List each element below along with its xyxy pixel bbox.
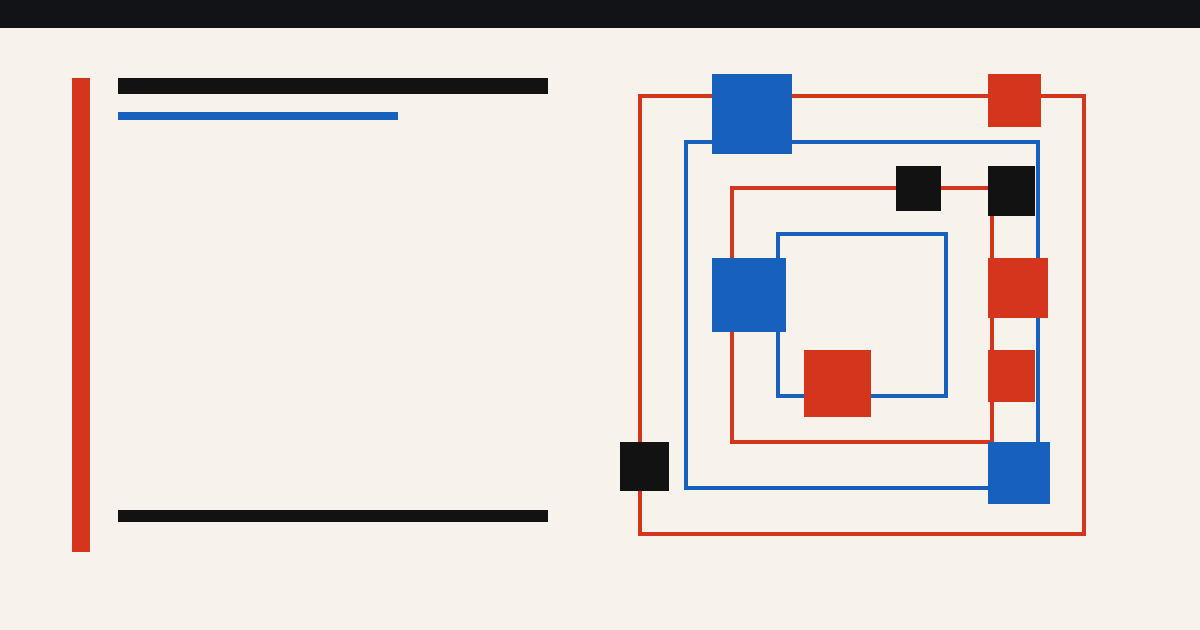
blue-square-middle-left [712, 258, 786, 332]
top-black-rule [118, 78, 548, 94]
red-square-center-bottom [804, 350, 871, 417]
black-square-small [896, 166, 941, 211]
black-square-bottom-left [620, 442, 669, 491]
blue-underline-rule [118, 112, 398, 120]
outer-red-frame [638, 94, 1086, 536]
black-square-right [988, 166, 1035, 216]
red-square-top-right [988, 74, 1041, 127]
blue-square-top-left [712, 74, 792, 154]
red-square-lower-right [988, 350, 1035, 402]
bottom-black-rule [118, 510, 548, 522]
left-vertical-accent-bar [72, 78, 90, 552]
top-dark-band [0, 0, 1200, 28]
blue-square-bottom-right [988, 442, 1050, 504]
red-square-middle-right [988, 258, 1048, 318]
